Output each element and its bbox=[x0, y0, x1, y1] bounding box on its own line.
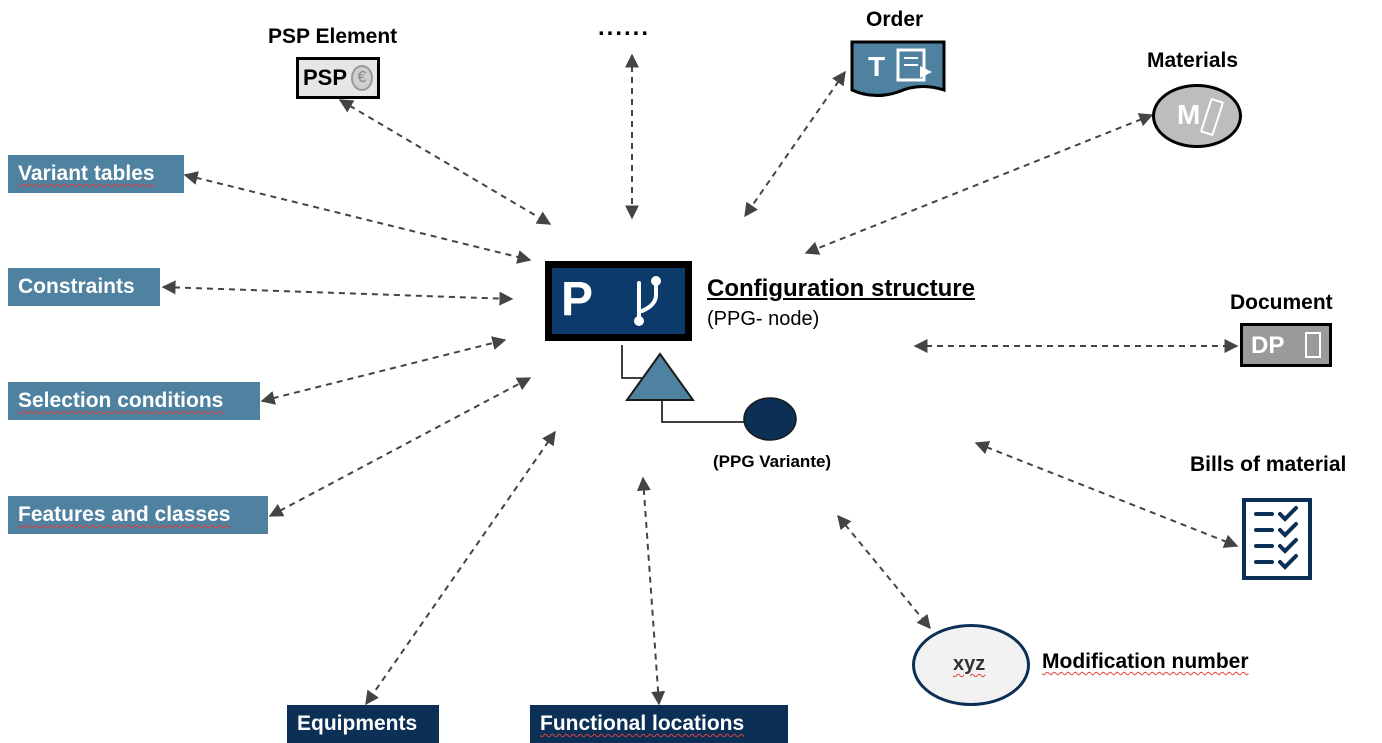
equipments-box: Equipments bbox=[287, 705, 439, 743]
branch-icon bbox=[634, 276, 661, 326]
ppg-triangle bbox=[625, 352, 695, 401]
materials-label: Materials bbox=[1147, 49, 1239, 72]
order-icon-text: T bbox=[868, 51, 885, 82]
modification-ellipse: xyz bbox=[912, 624, 1030, 706]
document-icon-text: DP bbox=[1251, 332, 1285, 359]
constraints-box: Constraints bbox=[8, 268, 160, 306]
ppg-variant-circle bbox=[743, 397, 797, 441]
arrow-modification bbox=[837, 514, 931, 630]
psp-icon-text: PSP bbox=[303, 65, 348, 90]
features-classes-box: Features and classes bbox=[8, 496, 268, 534]
ppg-variant-label: (PPG Variante) bbox=[713, 452, 832, 471]
variant-tables-box: Variant tables bbox=[8, 155, 184, 193]
arrow-materials bbox=[804, 113, 1154, 255]
selection-conditions-label: Selection conditions bbox=[18, 389, 224, 412]
order-label: Order bbox=[866, 8, 924, 31]
materials-icon-text: M bbox=[1177, 99, 1201, 130]
selection-conditions-box: Selection conditions bbox=[8, 382, 260, 420]
equipments-label: Equipments bbox=[297, 712, 418, 735]
psp-icon: PSP € bbox=[296, 57, 380, 99]
page-icon bbox=[1305, 332, 1321, 358]
psp-element-label: PSP Element bbox=[268, 25, 398, 48]
document-icon: DP bbox=[1240, 323, 1332, 367]
more-elements-label: ...... bbox=[598, 14, 651, 41]
functional-locations-label: Functional locations bbox=[540, 712, 745, 735]
arrow-constraints bbox=[161, 280, 514, 306]
document-label: Document bbox=[1230, 291, 1333, 314]
modification-number-label: Modification number bbox=[1042, 650, 1249, 673]
arrow-selection-conditions bbox=[260, 336, 507, 405]
bom-label: Bills of material bbox=[1190, 453, 1347, 476]
screw-icon bbox=[1199, 97, 1225, 137]
arrow-order bbox=[744, 70, 846, 218]
arrow-psp bbox=[338, 99, 552, 225]
constraints-label: Constraints bbox=[18, 275, 135, 298]
p-letter: P bbox=[561, 273, 594, 326]
arrow-equipments bbox=[365, 430, 556, 706]
arrow-variant-tables bbox=[183, 171, 532, 264]
euro-coin-icon: € bbox=[351, 65, 373, 91]
functional-locations-box: Functional locations bbox=[530, 705, 788, 743]
materials-icon: M bbox=[1152, 84, 1242, 148]
order-document-icon: T bbox=[850, 40, 946, 97]
variant-tables-label: Variant tables bbox=[18, 162, 155, 185]
arrow-features bbox=[268, 377, 532, 517]
connector-tree bbox=[621, 345, 642, 379]
arrow-bom bbox=[974, 441, 1239, 548]
checklist-icon bbox=[1242, 498, 1312, 580]
configuration-node-icon: P bbox=[545, 261, 692, 341]
center-title: Configuration structure bbox=[707, 275, 975, 302]
modification-icon-text: xyz bbox=[953, 653, 986, 675]
center-subtitle: (PPG- node) bbox=[707, 308, 820, 330]
arrow-functional bbox=[636, 476, 666, 706]
connector-variant bbox=[661, 400, 746, 423]
features-classes-label: Features and classes bbox=[18, 503, 231, 526]
